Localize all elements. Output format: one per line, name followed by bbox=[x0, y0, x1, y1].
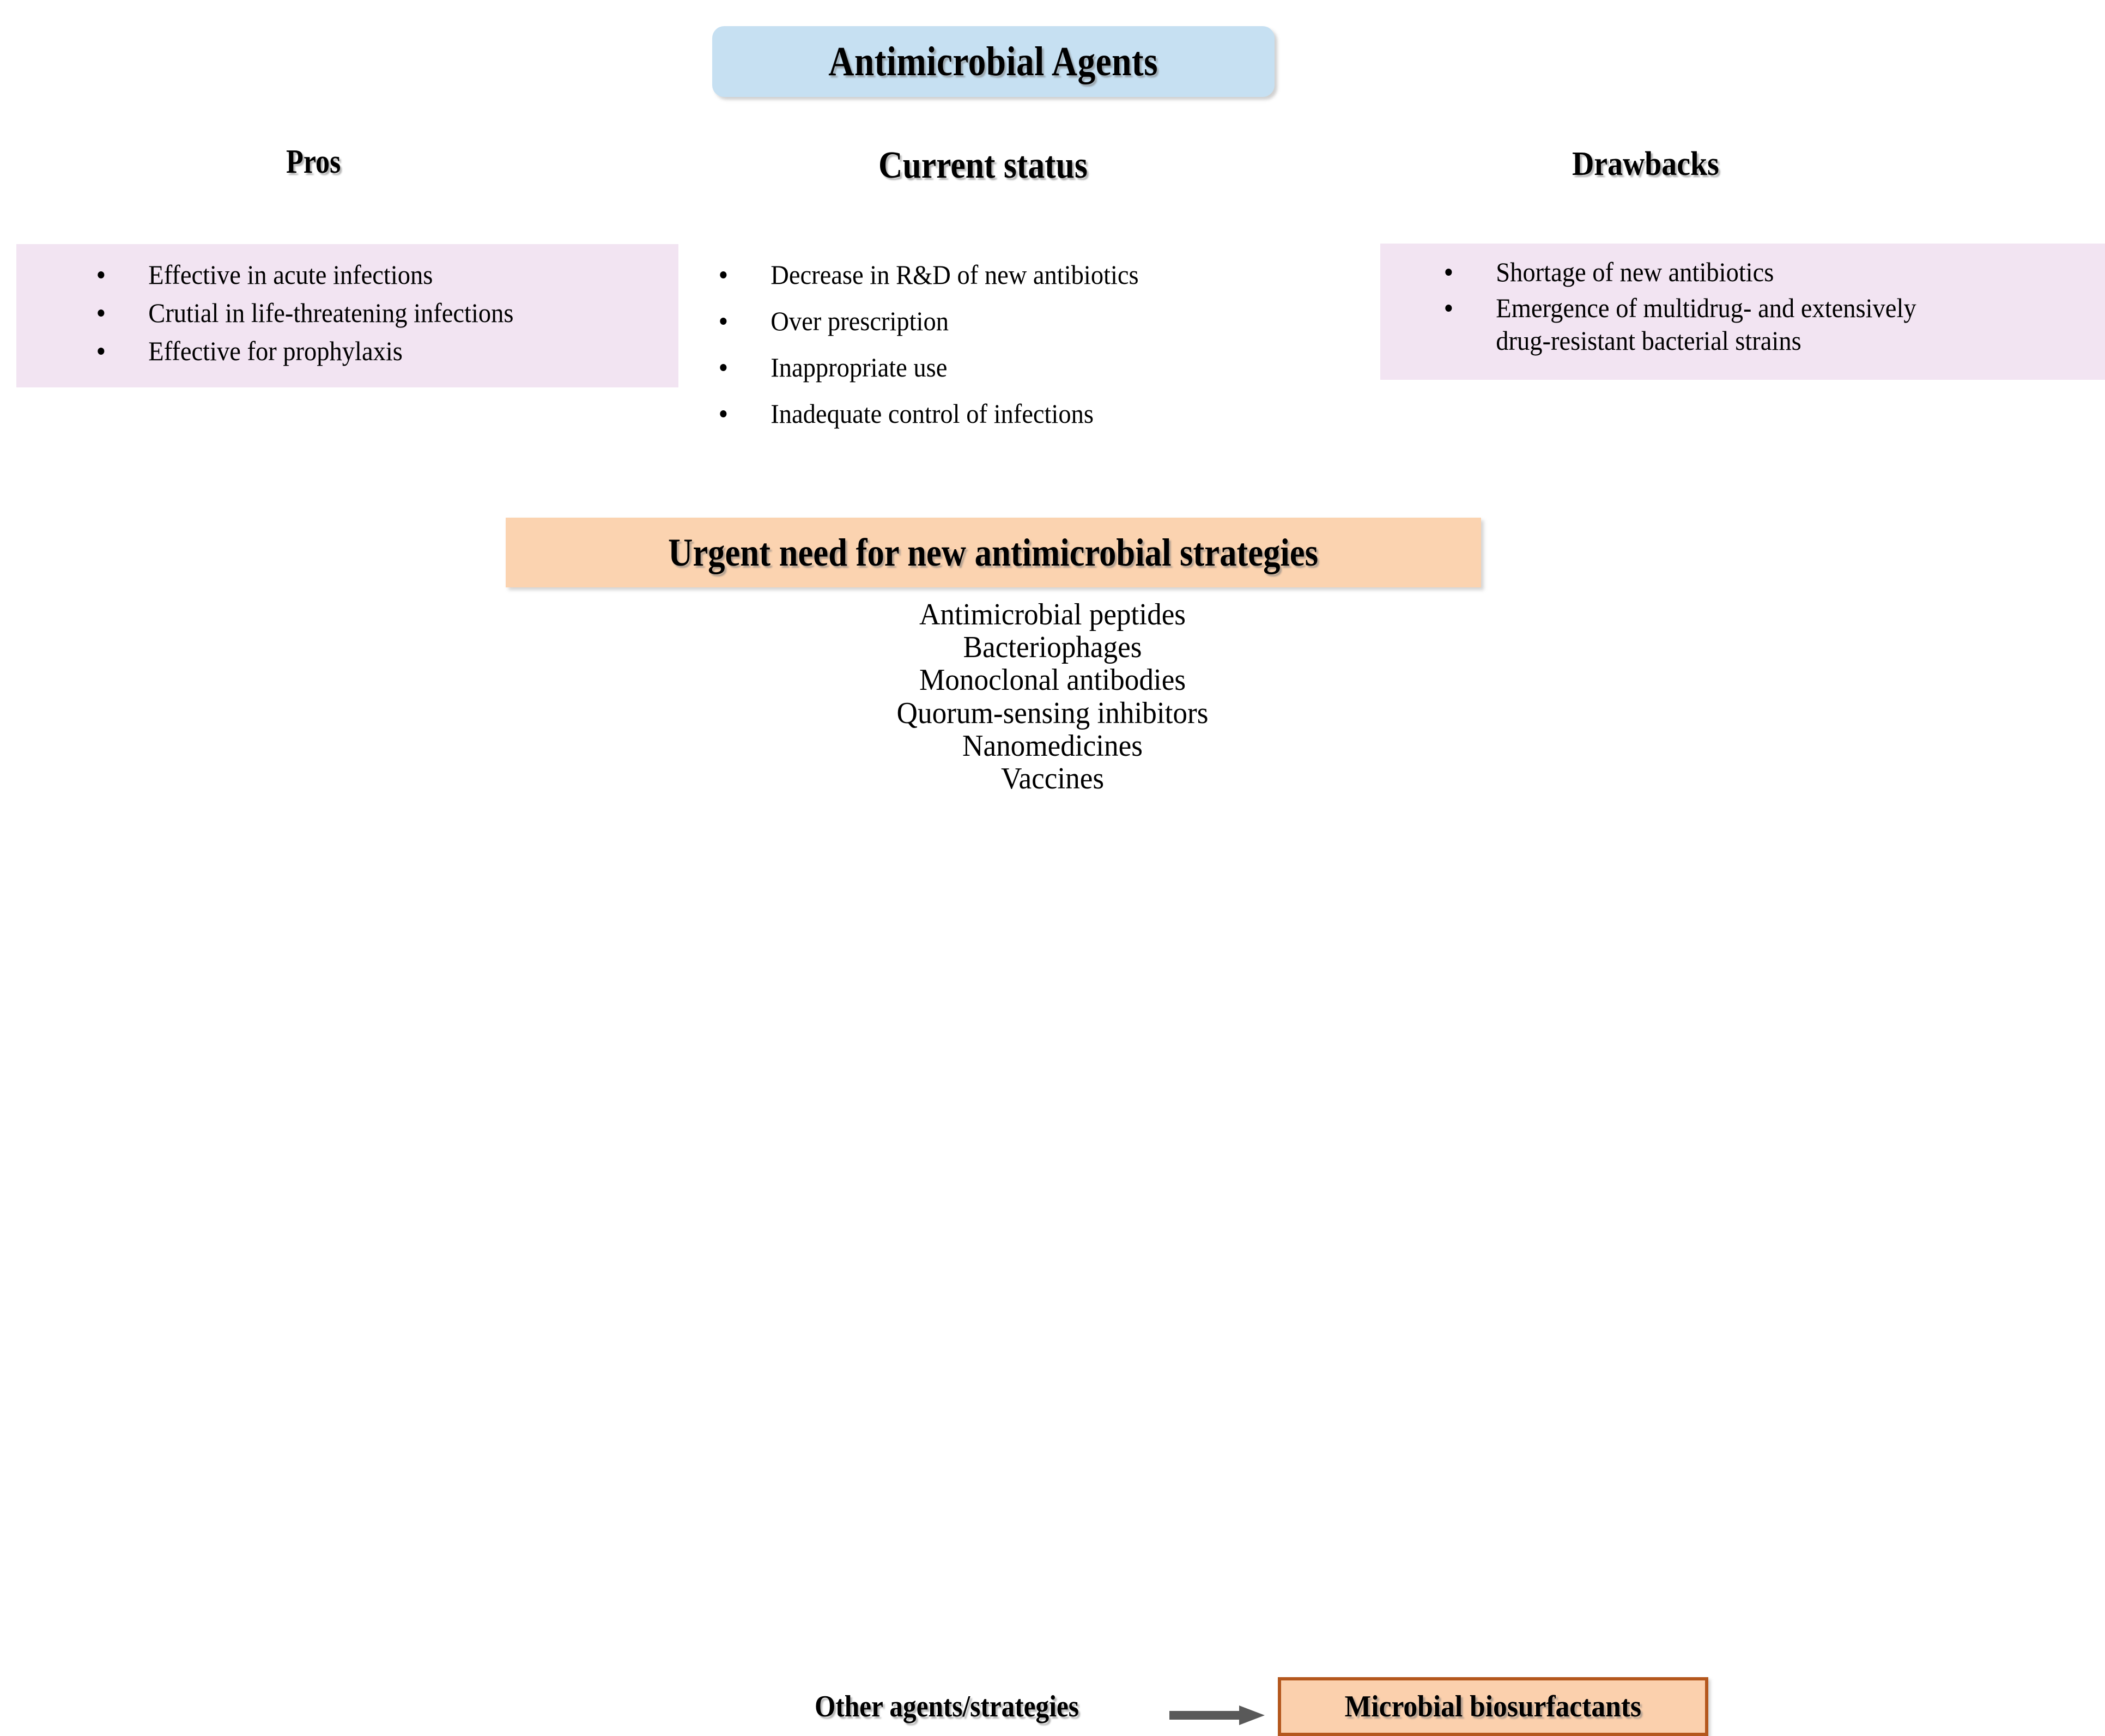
list-item: Shortage of new antibiotics bbox=[1440, 256, 2059, 288]
urgent-need-banner: Urgent need for new antimicrobial strate… bbox=[506, 518, 1481, 587]
list-item: Crutial in life-threatening infections bbox=[93, 296, 638, 329]
microbial-biosurfactants-label: Microbial biosurfactants bbox=[1344, 1690, 1642, 1723]
list-item: Antimicrobial peptides bbox=[919, 598, 1186, 632]
list-item: Nanomedicines bbox=[962, 729, 1143, 763]
pros-list: Effective in acute infections Crutial in… bbox=[93, 258, 678, 367]
list-item: Inappropriate use bbox=[715, 351, 1327, 384]
drawbacks-list: Shortage of new antibiotics Emergence of… bbox=[1440, 256, 2105, 357]
list-item: Vaccines bbox=[1000, 761, 1105, 796]
strategy-list: Antimicrobial peptides Bacteriophages Mo… bbox=[0, 598, 2105, 795]
current-status-panel: Decrease in R&D of new antibiotics Over … bbox=[708, 244, 1373, 429]
drawbacks-panel: Shortage of new antibiotics Emergence of… bbox=[1380, 244, 2105, 380]
right-arrow-icon bbox=[1169, 1705, 1265, 1725]
column-header-drawbacks: Drawbacks bbox=[1572, 145, 1719, 183]
column-header-current-status: Current status bbox=[878, 144, 1088, 186]
other-agents-strategies-label: Other agents/strategies bbox=[815, 1690, 1079, 1723]
list-item: Effective in acute infections bbox=[93, 258, 638, 291]
list-item: Effective for prophylaxis bbox=[93, 335, 638, 367]
list-item: Quorum-sensing inhibitors bbox=[896, 696, 1209, 730]
column-header-pros: Pros bbox=[286, 143, 341, 180]
list-item: Emergence of multidrug- and extensively … bbox=[1440, 292, 2059, 357]
urgent-need-banner-text: Urgent need for new antimicrobial strate… bbox=[668, 530, 1319, 574]
highlight-row: Other agents/strategies Microbial biosur… bbox=[0, 842, 2105, 1736]
list-item: Inadequate control of infections bbox=[715, 397, 1327, 430]
list-item: Decrease in R&D of new antibiotics bbox=[715, 258, 1327, 291]
diagram-title-box: Antimicrobial Agents bbox=[712, 26, 1275, 97]
diagram-title-text: Antimicrobial Agents bbox=[828, 38, 1158, 84]
list-item: Over prescription bbox=[715, 305, 1327, 337]
pros-panel: Effective in acute infections Crutial in… bbox=[16, 244, 678, 387]
microbial-biosurfactants-box: Microbial biosurfactants bbox=[1278, 1677, 1708, 1736]
list-item: Monoclonal antibodies bbox=[919, 663, 1186, 697]
list-item: Bacteriophages bbox=[963, 630, 1142, 665]
current-status-list: Decrease in R&D of new antibiotics Over … bbox=[715, 258, 1373, 430]
